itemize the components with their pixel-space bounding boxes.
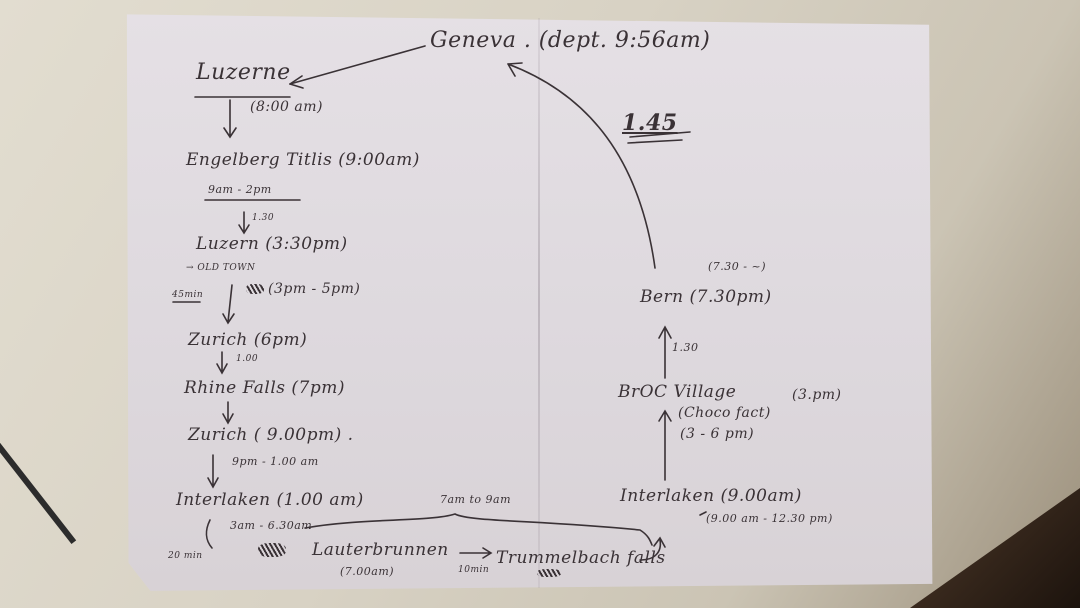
lauterbrunnen-time: (7.00am) [340, 565, 395, 578]
old-town-note: → OLD TOWN [186, 263, 256, 273]
duration-45min: 45min [172, 290, 204, 300]
duration-100: 1.00 [236, 354, 259, 364]
interlaken2-label: Interlaken (9.00am) [620, 486, 802, 506]
arrow-to-zurich2 [222, 401, 234, 425]
luzerne-label: Luzerne [196, 60, 291, 85]
interlaken1-label: Interlaken (1.00 am) [176, 490, 364, 510]
paper-sheet [126, 14, 933, 591]
trummelbach-label: Trummelbach falls [496, 548, 666, 568]
arrow-to-rhine [216, 351, 228, 375]
duration-130-b: 1.30 [672, 341, 699, 354]
lauterbrunnen-label: Lauterbrunnen [312, 540, 449, 560]
engelberg-label: Engelberg Titlis (9:00am) [186, 150, 420, 170]
luzerne-time: (8:00 am) [250, 99, 323, 115]
bern-range: (7.30 - ~) [708, 260, 767, 273]
rhine-falls-label: Rhine Falls (7pm) [184, 378, 345, 398]
scribble-mark [258, 543, 286, 557]
window-range: 7am to 9am [440, 493, 512, 506]
arrow-to-zurich1 [222, 284, 235, 325]
tick-mark [699, 511, 707, 516]
zurich2-label: Zurich ( 9.00pm) . [188, 425, 354, 445]
engelberg-range: 9am - 2pm [208, 183, 272, 196]
duration-130-a: 1.30 [252, 213, 275, 223]
arrow-to-interlaken2 [639, 536, 666, 561]
arrow-to-engelberg [223, 99, 237, 139]
broc-village-label: BrOC Village [618, 382, 737, 402]
luzern2-label: Luzern (3:30pm) [196, 234, 348, 254]
return-underline [627, 131, 691, 144]
scribble-mark [537, 569, 561, 577]
interlaken2-range: (9.00 am - 12.30 pm) [706, 512, 833, 525]
brace-window [304, 513, 653, 546]
luzern2-range: (3pm - 5pm) [268, 281, 361, 297]
broc-range: (3 - 6 pm) [680, 426, 755, 442]
zurich1-label: Zurich (6pm) [188, 330, 308, 350]
return-duration: 1.45 [622, 110, 678, 136]
interlaken1-range: 3am - 6.30am [230, 519, 313, 532]
paper-fold [538, 18, 540, 588]
arrow-geneva-luzerne [289, 45, 426, 85]
geneva-label: Geneva . (dept. 9:56am) [430, 28, 711, 53]
broc-time: (3.pm) [792, 387, 842, 403]
duration-20min: 20 min [168, 551, 203, 561]
arrow-bern-geneva [507, 62, 656, 269]
duration-10min: 10min [458, 565, 490, 575]
broc-fact: (Choco fact) [678, 405, 771, 421]
arrow-to-lauterbrunnen [205, 519, 213, 549]
arrow-to-trummelbach [459, 547, 493, 559]
bern-label: Bern (7.30pm) [640, 287, 772, 307]
zurich2-range: 9pm - 1.00 am [232, 455, 319, 468]
arrow-to-broc [658, 409, 672, 481]
arrowhead-luzerne [289, 75, 304, 89]
arrow-to-luzern2 [238, 211, 250, 235]
arrow-to-interlaken1 [207, 454, 219, 489]
arrow-to-bern [658, 325, 672, 379]
scribble-mark [246, 284, 264, 294]
